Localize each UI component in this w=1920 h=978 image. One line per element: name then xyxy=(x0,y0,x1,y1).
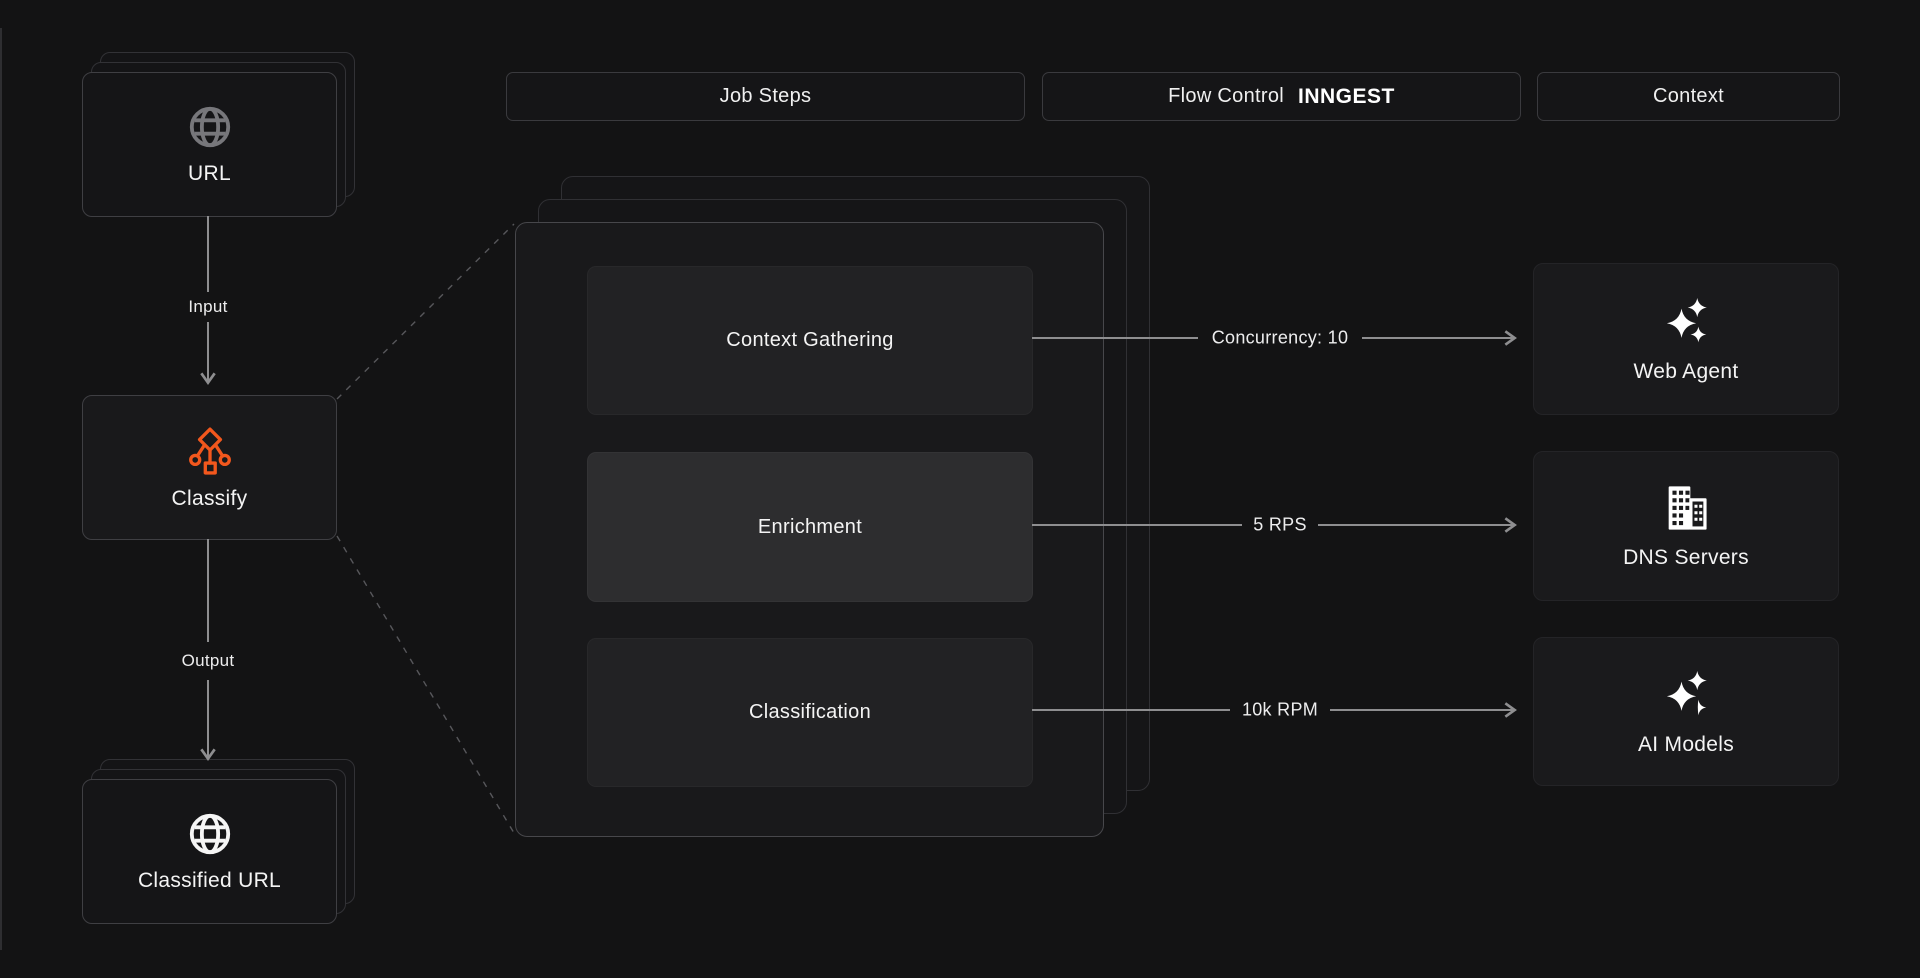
context-node-ai-models: AI Models xyxy=(1533,637,1839,786)
flow-control-rpm-label: 10k RPM xyxy=(1241,699,1319,720)
sparkles-icon xyxy=(1659,294,1713,348)
output-edge-label: Output xyxy=(181,651,235,670)
context-node-label: Web Agent xyxy=(1633,360,1739,383)
job-step-context-gathering: Context Gathering xyxy=(587,266,1033,415)
job-step-label: Classification xyxy=(748,701,872,723)
classify-node-label: Classify xyxy=(171,486,248,510)
header-job-steps-label: Job Steps xyxy=(719,85,812,107)
job-step-label: Context Gathering xyxy=(726,329,894,351)
header-context-label: Context xyxy=(1652,85,1725,107)
job-step-classification: Classification xyxy=(587,638,1033,787)
context-node-label: AI Models xyxy=(1637,732,1735,756)
context-node-dns-servers: DNS Servers xyxy=(1533,451,1839,601)
globe-icon xyxy=(187,811,233,857)
job-step-enrichment: Enrichment xyxy=(587,452,1033,602)
url-node: URL xyxy=(82,72,337,217)
header-context: Context xyxy=(1537,72,1840,121)
decision-tree-icon xyxy=(185,425,235,475)
globe-icon xyxy=(187,104,233,150)
classified-url-node-label: Classified URL xyxy=(137,868,282,892)
classified-url-node: Classified URL xyxy=(82,779,337,924)
header-flow-control-label: Flow Control xyxy=(1168,85,1284,107)
url-node-label: URL xyxy=(188,161,231,185)
flow-control-concurrency-label: Concurrency: 10 xyxy=(1211,327,1349,348)
context-node-label: DNS Servers xyxy=(1623,546,1749,569)
classify-node: Classify xyxy=(82,395,337,540)
context-node-web-agent: Web Agent xyxy=(1533,263,1839,415)
left-edge-highlight xyxy=(0,28,2,950)
input-edge-label: Input xyxy=(188,297,228,316)
buildings-icon xyxy=(1660,482,1712,534)
header-flow-control: Flow Control INNGEST xyxy=(1042,72,1521,121)
job-step-label: Enrichment xyxy=(757,515,863,538)
flow-control-rps-label: 5 RPS xyxy=(1253,514,1307,535)
job-card: Context Gathering Enrichment Classificat… xyxy=(515,222,1104,837)
header-job-steps: Job Steps xyxy=(506,72,1025,121)
sparkles-icon xyxy=(1659,667,1713,721)
inngest-logo: INNGEST xyxy=(1298,84,1395,108)
